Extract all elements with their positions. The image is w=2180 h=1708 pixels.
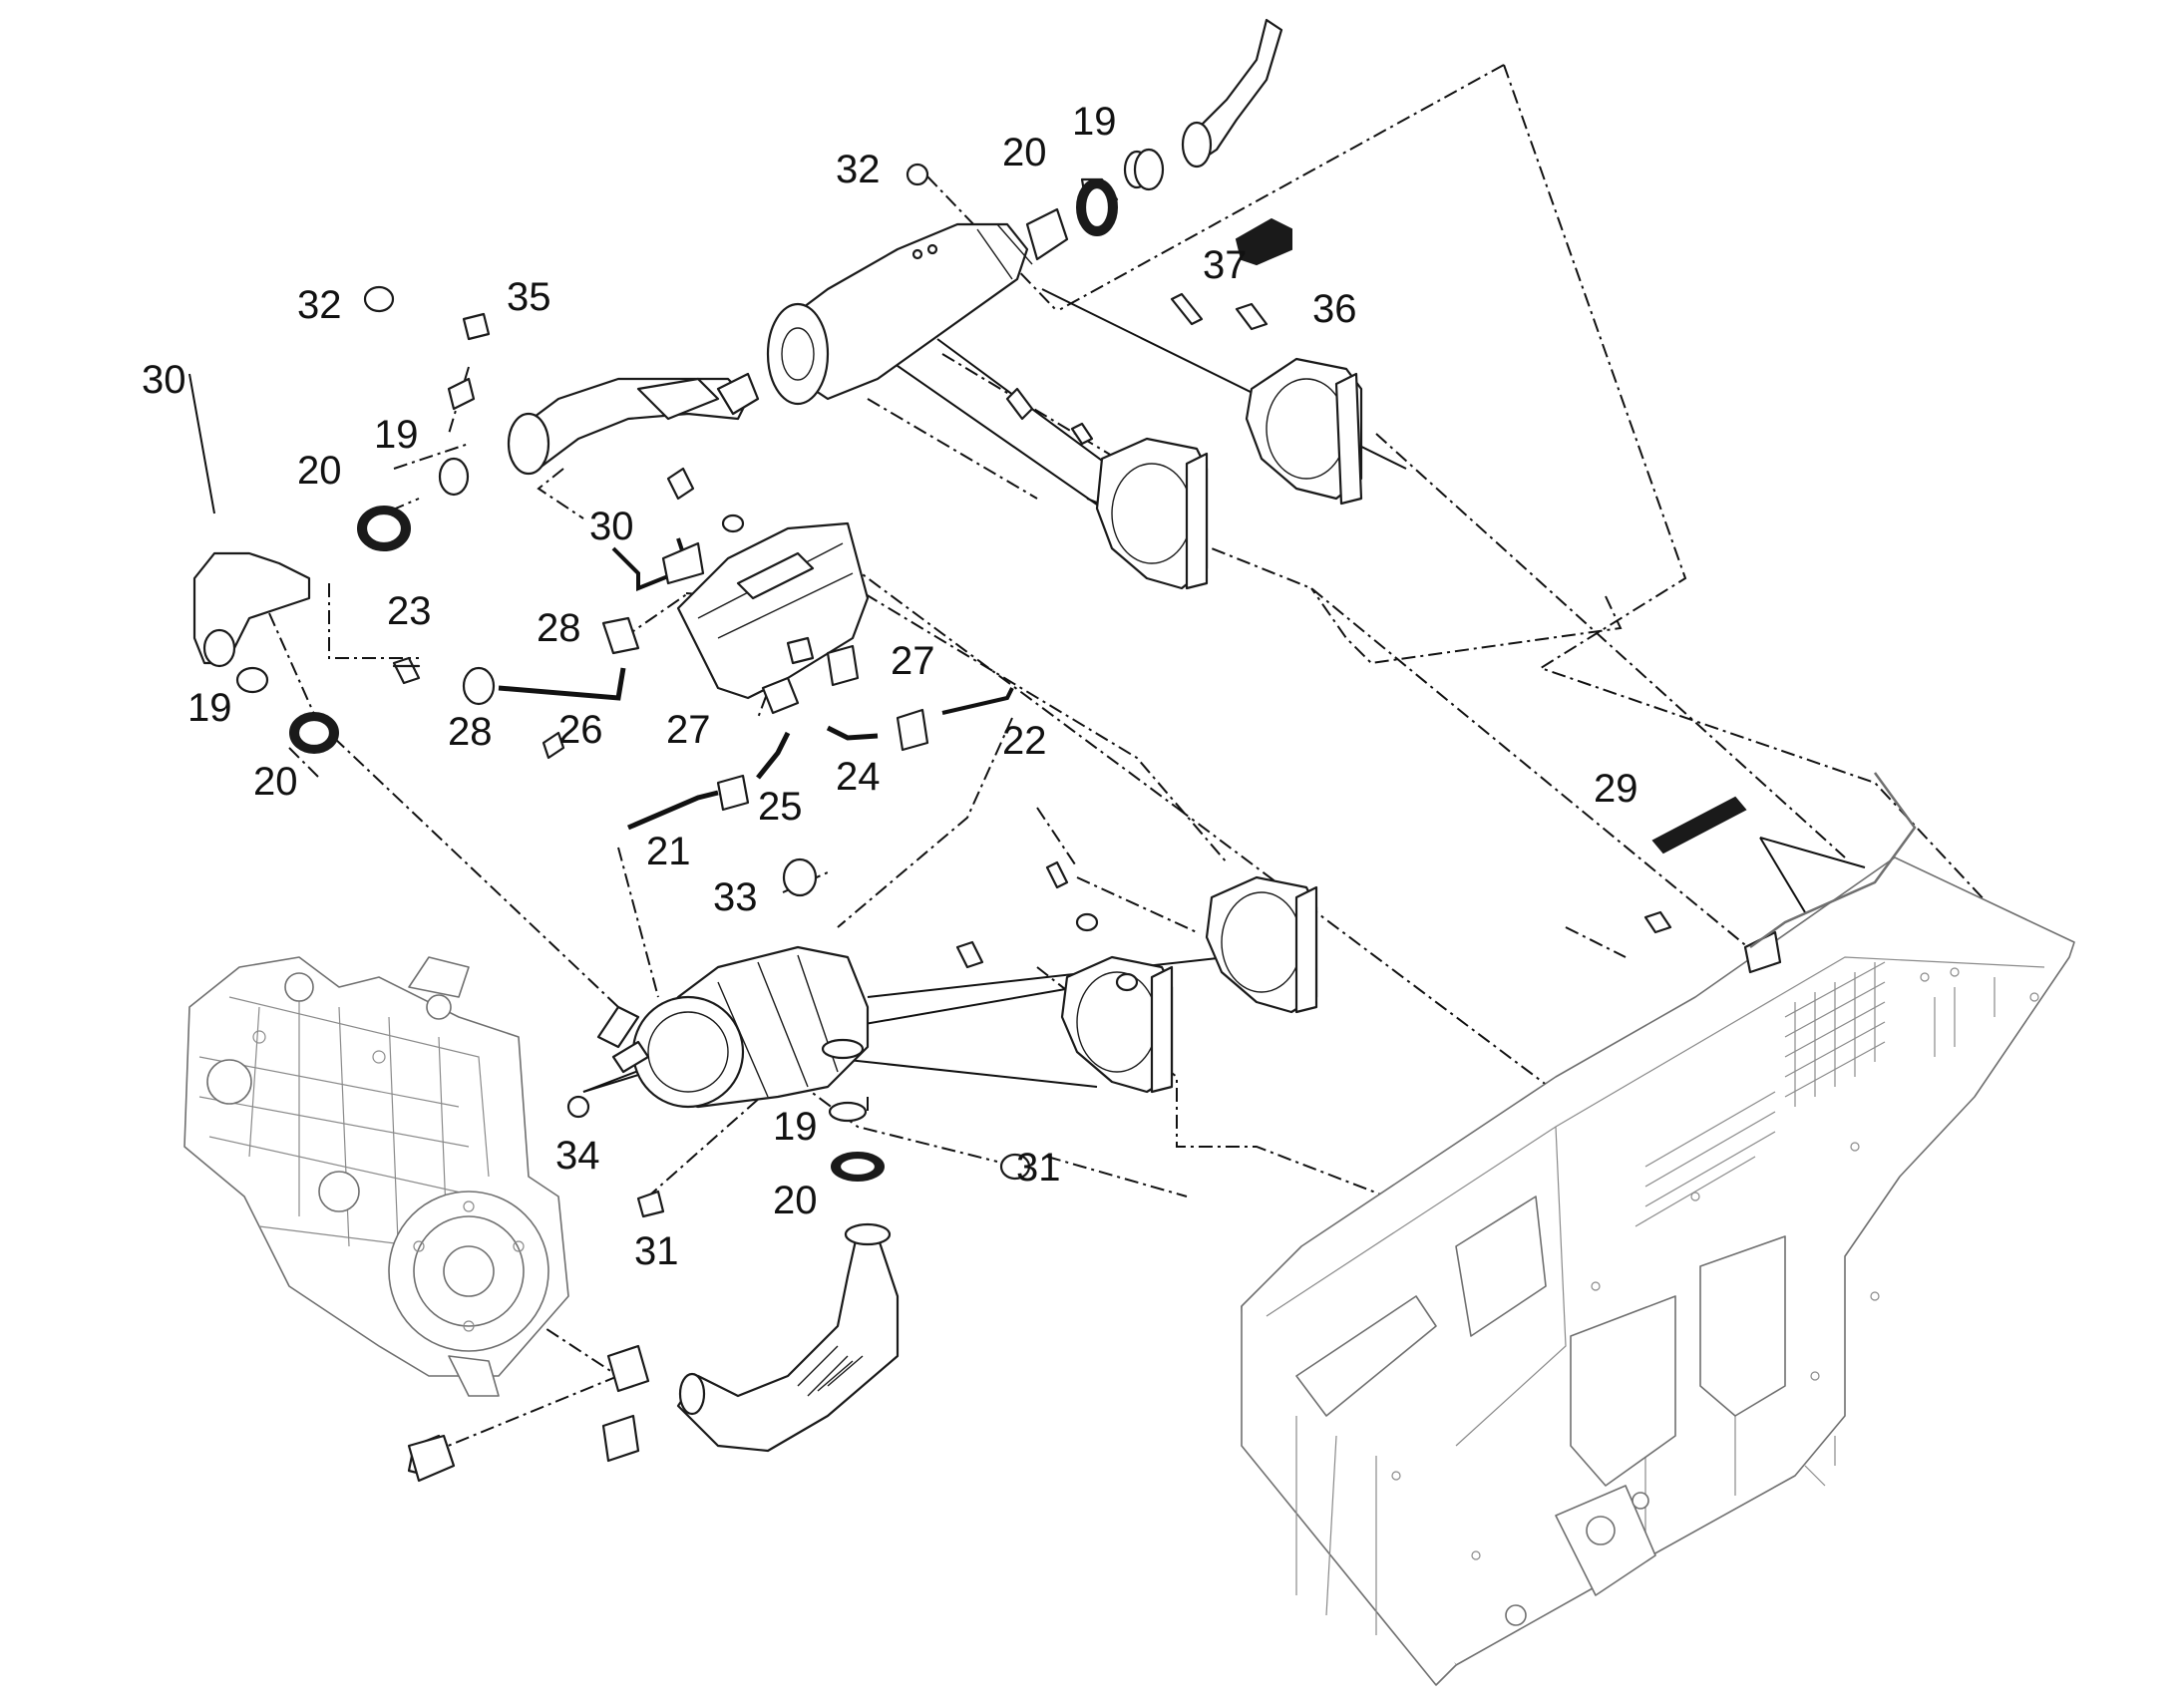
callout-27b: 27 [891, 639, 935, 683]
chassis-frame [1241, 856, 2075, 1686]
callout-33: 33 [713, 875, 758, 919]
callout-28b: 28 [448, 710, 493, 754]
callout-25: 25 [758, 785, 803, 829]
callout-35: 35 [507, 275, 551, 319]
lower-dpf-assembly [596, 945, 870, 1109]
callout-labels: 32 20 19 37 36 32 35 30 19 20 30 23 28 1… [142, 100, 1638, 1273]
callout-19c: 19 [187, 686, 232, 730]
mounting-bracket-lower-right [1205, 875, 1318, 1014]
upper-muffler [766, 207, 1069, 406]
callout-19d: 19 [773, 1105, 818, 1149]
callout-22: 22 [1002, 719, 1047, 763]
callout-27a: 27 [666, 708, 711, 752]
callout-21: 21 [646, 830, 691, 873]
clamps-and-gaskets [235, 148, 1292, 1182]
upper-outlet-pipe [1181, 18, 1283, 169]
callout-29: 29 [1594, 767, 1638, 811]
callout-20b: 20 [297, 449, 342, 493]
mounting-bracket-lower-left [1060, 955, 1174, 1094]
callout-20c: 20 [253, 760, 298, 804]
callout-37: 37 [1203, 243, 1248, 287]
mounting-bracket-upper-right [1245, 357, 1363, 506]
callout-30a: 30 [142, 358, 186, 402]
callout-28a: 28 [537, 606, 581, 650]
callout-24: 24 [836, 755, 881, 799]
intake-elbow-pipe [192, 551, 311, 668]
callout-36: 36 [1312, 287, 1357, 331]
chassis-vent-grid [1635, 961, 1996, 1227]
callout-34: 34 [555, 1134, 600, 1178]
engine [183, 956, 569, 1397]
callout-31b: 31 [634, 1229, 679, 1273]
sensor-lines [392, 537, 1917, 949]
callout-20d: 20 [773, 1179, 818, 1222]
mounting-bracket-upper-left [1095, 437, 1209, 590]
upper-inlet-pipe [507, 372, 760, 476]
callout-32b: 32 [297, 283, 342, 327]
callout-20a: 20 [1002, 131, 1047, 174]
callout-19b: 19 [374, 413, 419, 457]
callout-32a: 32 [836, 148, 881, 191]
callout-30b: 30 [589, 505, 634, 548]
callout-31a: 31 [1016, 1146, 1061, 1190]
callout-26: 26 [558, 708, 603, 752]
heat-shield-bracket [676, 521, 870, 700]
callout-19a: 19 [1072, 100, 1117, 144]
callout-23: 23 [387, 589, 432, 633]
